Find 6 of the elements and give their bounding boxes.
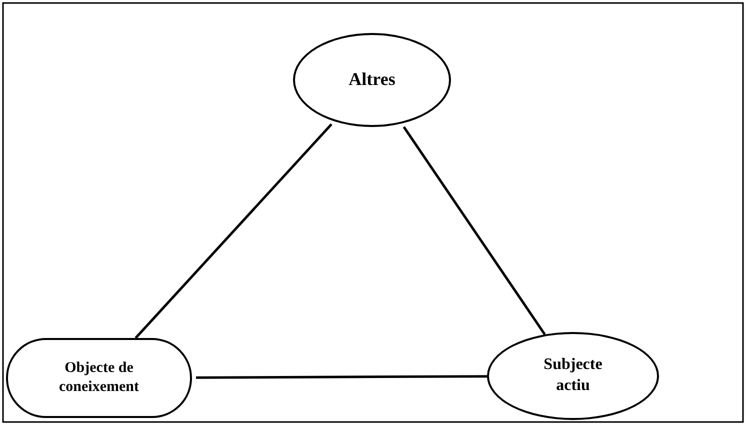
connector-line <box>134 123 332 339</box>
connector-line <box>196 375 487 379</box>
node-label: Objecte de coneixement <box>58 358 140 397</box>
node-label: Altres <box>348 68 396 92</box>
rounded-node <box>6 338 192 418</box>
node-label: Subjecte actiu <box>542 355 604 396</box>
